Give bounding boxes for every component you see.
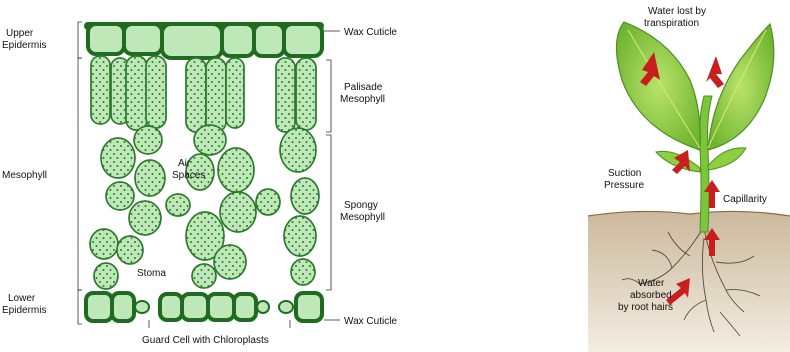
upper-epidermis [84,22,324,58]
label-spongy-mesophyll: Mesophyll [340,212,385,223]
palisade-cells [91,56,316,132]
label-guard-cell: Guard Cell with Chloroplasts [142,335,269,346]
label-absorbed: absorbed [630,290,672,301]
plant-transpiration: Water lost by transpiration Suction Pres… [588,6,790,352]
label-stoma: Stoma [137,268,166,279]
label-suction: Suction [608,168,641,179]
label-water-lost: Water lost by [648,6,706,17]
label-lower-epidermis: Epidermis [2,305,46,316]
arrow-up-right-leaf [706,56,724,88]
label-capillarity: Capillarity [723,194,767,205]
label-wax-cuticle-bottom: Wax Cuticle [344,316,397,327]
left-leaf [616,22,700,150]
label-spongy: Spongy [344,200,378,211]
small-right-leaf [708,148,746,170]
label-transpiration: transpiration [644,18,699,29]
label-palisade: Palisade [344,82,383,93]
label-air-spaces: Spaces [172,170,205,181]
spongy-cells [90,125,319,289]
leaf-cross-section: Upper Epidermis Mesophyll Lower Epidermi… [2,22,397,346]
label-wax-cuticle-top: Wax Cuticle [344,27,397,38]
label-water: Water [638,278,665,289]
label-upper: Upper [6,28,34,39]
label-palisade-mesophyll: Mesophyll [340,94,385,105]
label-pressure: Pressure [604,180,644,191]
lower-epidermis [86,293,322,321]
label-lower: Lower [8,293,36,304]
label-mesophyll: Mesophyll [2,170,47,181]
label-air: Air [178,158,191,169]
label-upper-epidermis: Epidermis [2,40,46,51]
label-root-hairs: by root hairs [618,302,673,313]
